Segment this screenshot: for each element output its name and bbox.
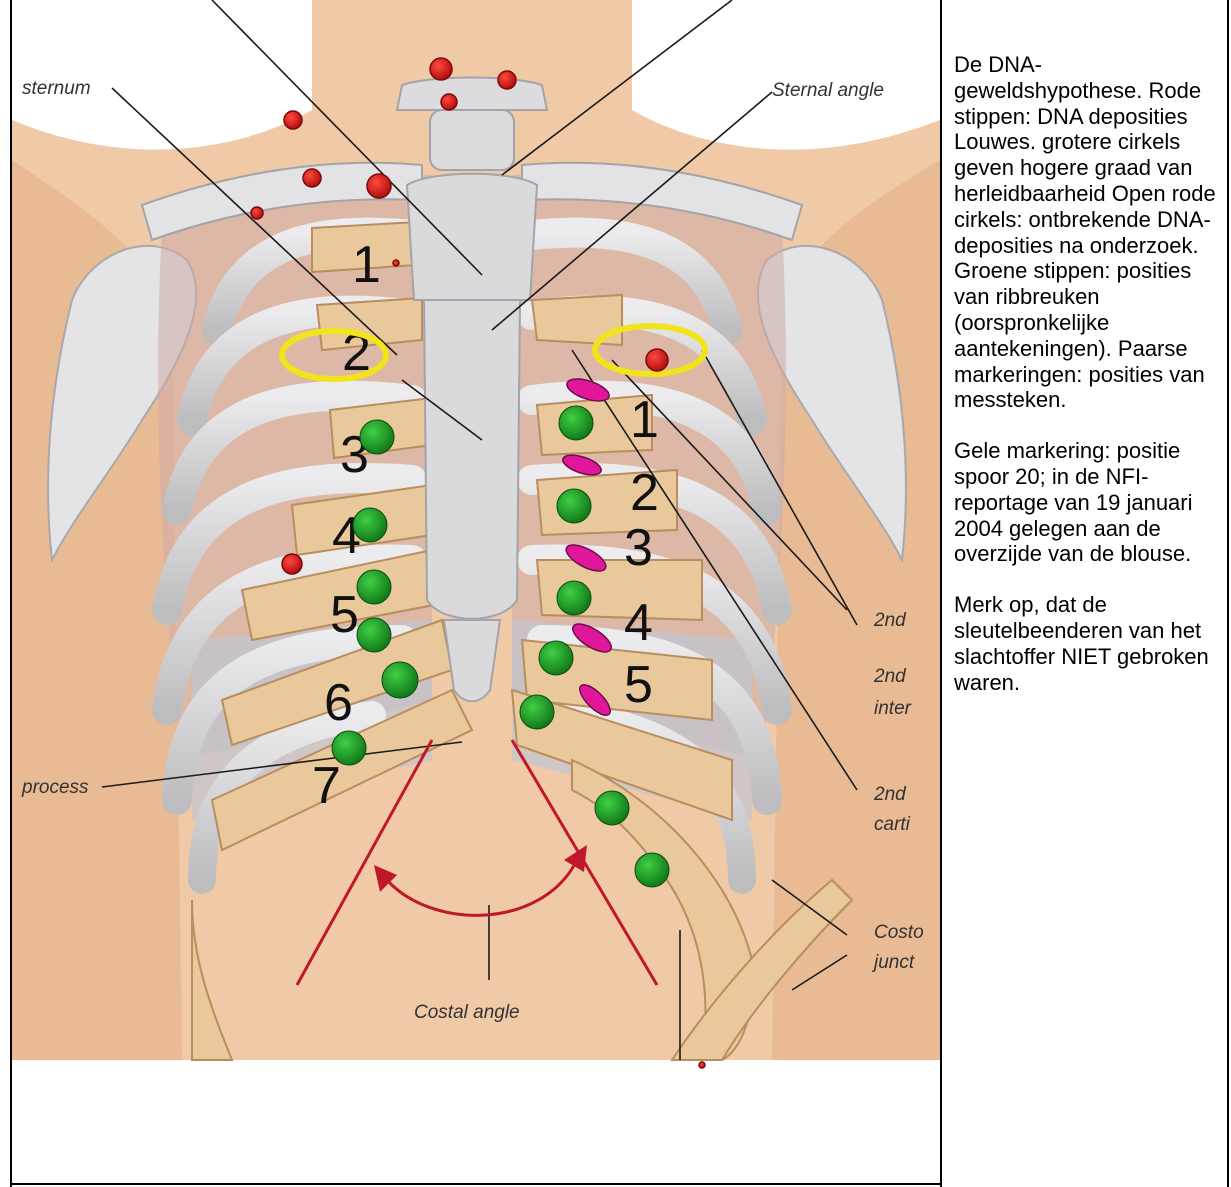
dna-dot bbox=[282, 554, 302, 574]
label-2nd-b: 2nd bbox=[873, 666, 907, 687]
legend-paragraph: Merk op, dat de sleutelbeenderen van het… bbox=[954, 592, 1226, 695]
fracture-dot bbox=[357, 570, 391, 604]
label-costo: Costo bbox=[874, 922, 924, 943]
fracture-dot bbox=[360, 420, 394, 454]
fracture-dot bbox=[353, 508, 387, 542]
fracture-dot bbox=[557, 489, 591, 523]
rib-number: 5 bbox=[624, 656, 653, 714]
legend-text: De DNA-geweldshypothese. Rode stippen: D… bbox=[954, 52, 1226, 720]
legend-paragraph: Gele markering: positie spoor 20; in de … bbox=[954, 438, 1226, 567]
fracture-dot bbox=[635, 853, 669, 887]
label-process: process bbox=[21, 777, 89, 798]
fracture-dot bbox=[357, 618, 391, 652]
dna-dot bbox=[430, 58, 452, 80]
label-costal-angle: Costal angle bbox=[414, 1002, 520, 1023]
label-2nd-a: 2nd bbox=[873, 610, 907, 631]
rib-number: 7 bbox=[312, 757, 341, 815]
rib-number: 1 bbox=[352, 236, 381, 294]
rib-number: 6 bbox=[324, 674, 353, 732]
fracture-dot bbox=[539, 641, 573, 675]
fracture-dot bbox=[557, 581, 591, 615]
label-2nd-c: 2nd bbox=[873, 784, 907, 805]
dna-dot bbox=[251, 207, 263, 219]
label-carti: carti bbox=[874, 814, 911, 835]
fracture-dot bbox=[520, 695, 554, 729]
rib-number: 4 bbox=[624, 594, 653, 652]
fracture-dot bbox=[382, 662, 418, 698]
rib-number: 1 bbox=[630, 391, 659, 449]
fracture-dot bbox=[332, 731, 366, 765]
label-sternal-angle: Sternal angle bbox=[772, 80, 884, 101]
rib-cage-diagram: sternum Sternal angle process Costal ang… bbox=[12, 0, 940, 1183]
dna-dot bbox=[303, 169, 321, 187]
dna-dot bbox=[441, 94, 457, 110]
table-bottom-border bbox=[10, 1183, 942, 1185]
fracture-dot bbox=[559, 406, 593, 440]
label-sternum: sternum bbox=[22, 78, 91, 99]
column-divider bbox=[940, 0, 942, 1187]
rib-number: 2 bbox=[630, 464, 659, 522]
label-junct: junct bbox=[871, 952, 915, 973]
dna-dot bbox=[367, 174, 391, 198]
dna-dot bbox=[393, 260, 399, 266]
legend-paragraph: De DNA-geweldshypothese. Rode stippen: D… bbox=[954, 52, 1226, 413]
dna-dot bbox=[699, 1062, 705, 1068]
fracture-dot bbox=[595, 791, 629, 825]
dna-dot bbox=[498, 71, 516, 89]
dna-dot bbox=[284, 111, 302, 129]
rib-number: 3 bbox=[624, 519, 653, 577]
rib-number: 5 bbox=[330, 586, 359, 644]
label-inter: inter bbox=[874, 698, 912, 719]
dna-dot bbox=[646, 349, 668, 371]
